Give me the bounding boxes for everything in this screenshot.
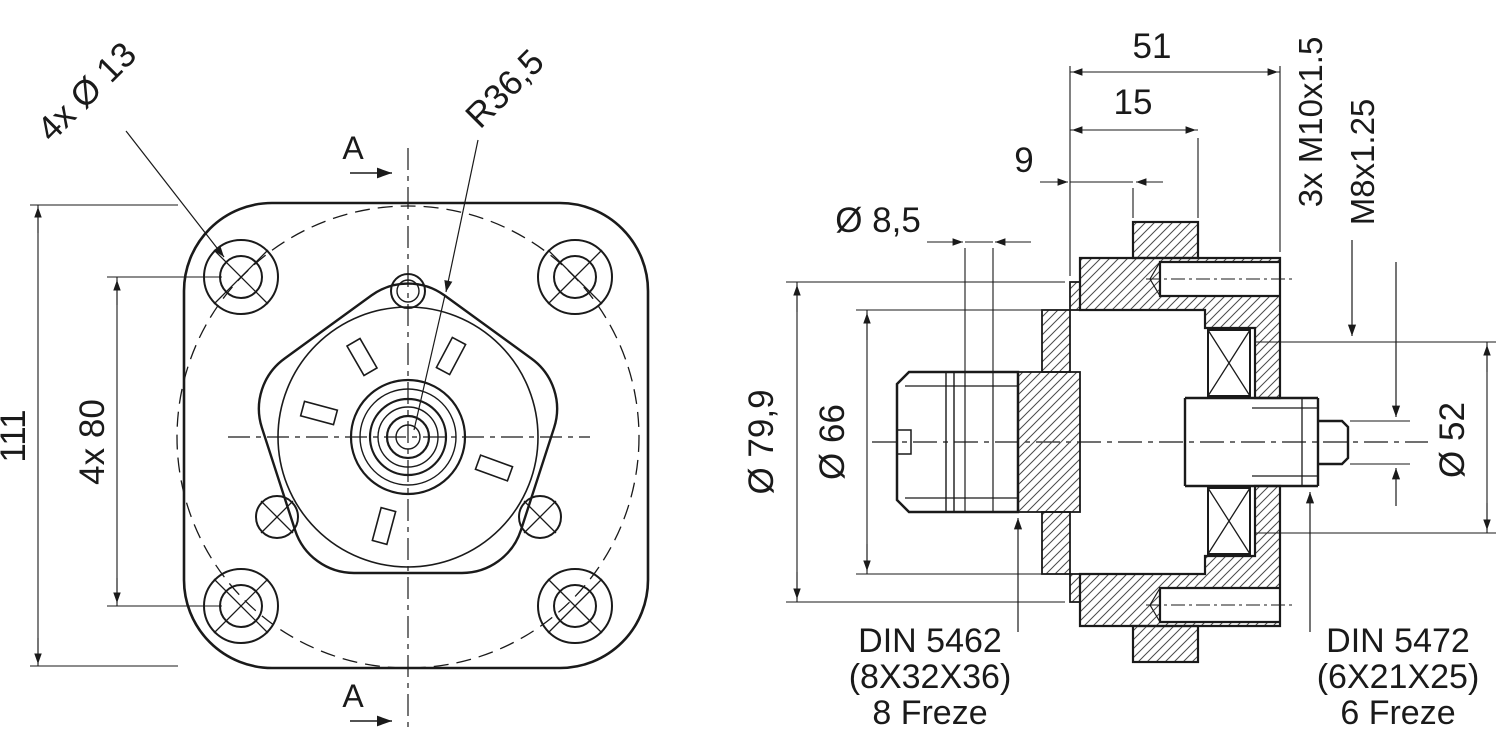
corner-hole-top-right [537,239,613,315]
dim-pilot-depth-text: 9 [1014,141,1033,180]
dim-hole-pitch-text: 4x 80 [73,399,112,485]
spline-note-right: DIN 5472 (6X21X25) 6 Freze [1305,492,1480,732]
spline-slots [299,336,514,546]
section-mark-bottom-text: A [342,678,364,714]
pilot-ring-lower [1069,573,1081,603]
shaft-thread-leader [1350,262,1410,506]
shaft-spline-lines [905,385,1018,499]
input-shaft [895,370,1020,514]
output-shaft-stub [1318,419,1350,466]
bearing-upper [1207,329,1251,397]
dim-cross-hole [927,238,1031,372]
dim-hub-depth [1070,126,1199,218]
dim-total-width [1069,66,1281,276]
section-mark-top: A [342,130,392,179]
dim-total-width-text: 51 [1133,27,1172,66]
spline-right-standard: DIN 5472 [1326,622,1470,660]
dim-pilot-depth [1040,178,1163,218]
housing-upper-wall [1078,256,1282,400]
dim-hole-pitch [107,276,222,607]
shaft-groove-lines [945,372,955,512]
dim-bore-dia [856,309,1076,575]
shaft-thread-text: M8x1.25 [1344,99,1381,226]
section-mark-bottom: A [342,678,392,727]
dim-hub-depth-text: 15 [1114,83,1153,122]
spline-left-note: 8 Freze [872,694,987,732]
bearing-lower [1207,487,1251,555]
section-mark-top-text: A [342,130,364,166]
flange-thread-hole-right [518,495,562,539]
spline-left-standard: DIN 5462 [858,622,1002,660]
center-bore-circles [349,378,467,496]
output-spline-lines [1252,398,1318,486]
dim-overall-height [30,204,178,667]
front-centerlines [228,148,590,730]
housing-lower-wall [1078,484,1282,628]
pilot-ring-upper [1069,281,1081,311]
corner-hole-bottom-right [537,568,613,644]
pilot-boss-outline [257,282,559,575]
bolt-pitch-circle [176,205,640,669]
flange-thread-hole-top [390,273,426,309]
front-view: 111 4x 80 4x Ø 13 R36,5 A A [0,35,650,730]
shaft-end-notch [897,429,912,455]
housing-bottom-boss [1131,624,1200,664]
housing-top-boss [1131,220,1200,260]
section-view: 51 15 9 Ø 8,5 Ø 79,9 [742,27,1496,732]
radius-callout-leader-arrow [444,139,479,293]
seal-upper [1041,309,1071,373]
spline-right-size: (6X21X25) [1317,658,1480,696]
dim-bore-dia-text: Ø 66 [813,404,852,480]
spline-left-size: (8X32X36) [849,658,1012,696]
dim-pilot-dia-text: Ø 79,9 [742,389,781,494]
spline-right-note: 6 Freze [1340,694,1455,732]
dim-pilot-dia [786,281,1065,603]
output-shaft [1183,396,1350,488]
holes-callout-leader [125,130,225,258]
flange-thread-hole-left [255,495,299,539]
dim-bearing-dia [1256,341,1496,534]
flange-tapped-holes [1146,261,1292,623]
radius-callout-leader-tail [413,294,446,431]
flange-thread-text: 3x M10x1.5 [1292,37,1329,208]
shaft-cross-hole-lines [964,372,994,512]
radius-callout-text: R36,5 [458,42,552,136]
seal-lower [1041,511,1071,575]
dim-bearing-dia-text: Ø 52 [1433,402,1472,478]
spline-hub-section [1017,371,1081,513]
dim-overall-height-text: 111 [0,409,33,462]
spline-note-left: DIN 5462 (8X32X36) 8 Freze [849,518,1023,732]
flange-outline [182,201,650,670]
dim-cross-hole-text: Ø 8,5 [835,201,921,240]
